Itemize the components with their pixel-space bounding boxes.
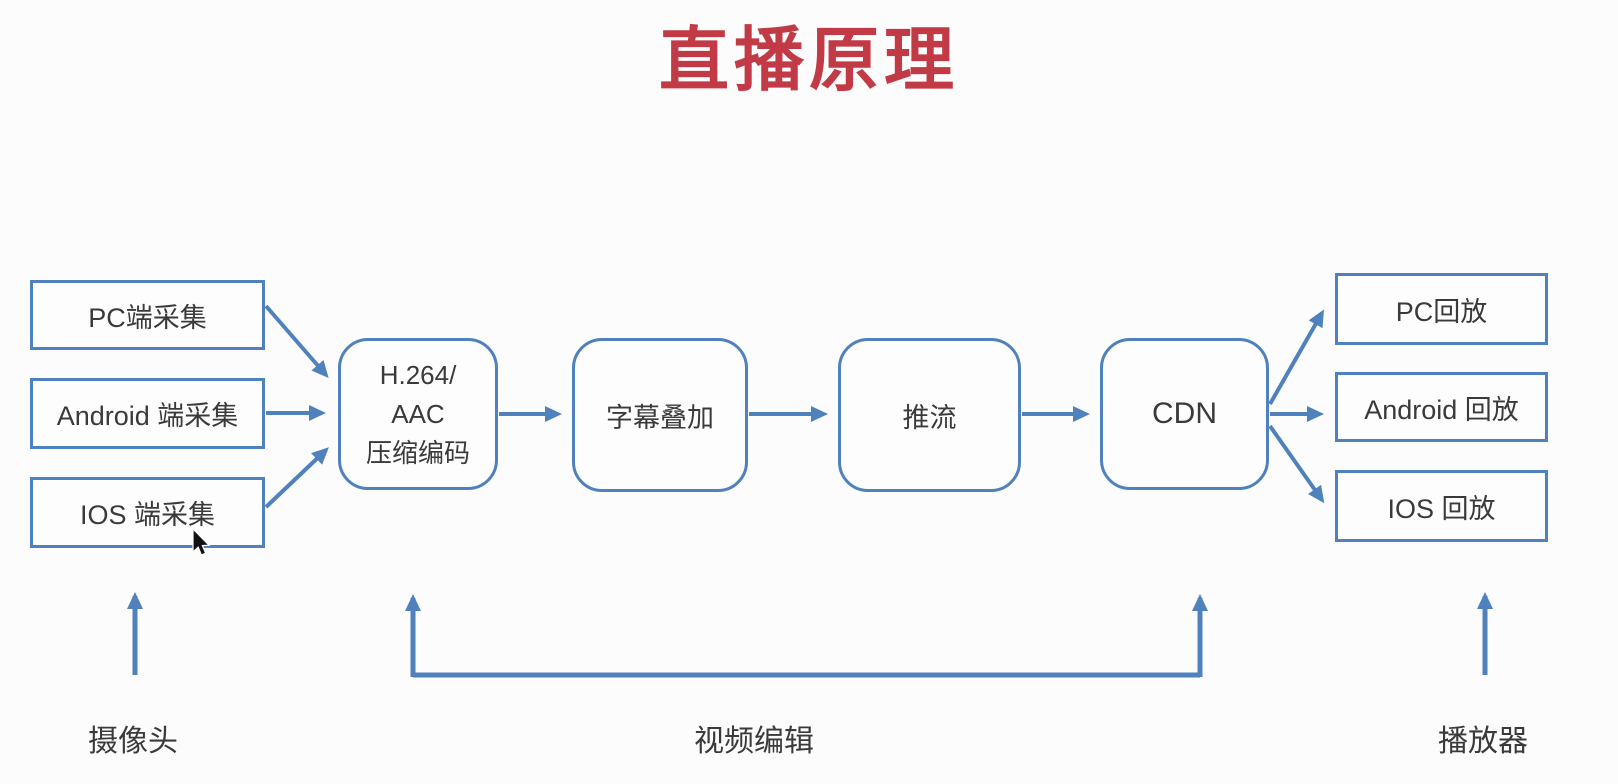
capture-box-pc: PC端采集 [30,280,265,350]
capture-box-android-label: Android 端采集 [56,401,239,431]
capture-box-pc-label: PC端采集 [88,302,207,333]
encoder-line-3: 压缩编码 [365,437,470,468]
encoder-line-1: H.264/ [379,359,457,390]
capture-box-android: Android 端采集 [30,378,265,449]
playback-box-pc-label: PC回放 [1395,296,1488,327]
capture-box-ios: IOS 端采集 [30,477,265,548]
push-stream-box-label: 推流 [902,402,957,433]
cdn-box-label: CDN [1152,397,1217,430]
arrow-pc-capture-to-encoder [264,304,329,379]
arrow-cdn-to-pc-playback [1268,309,1324,405]
push-stream-box: 推流 [838,338,1021,492]
encoder-box: H.264/ AAC 压缩编码 [338,338,498,490]
encoder-line-2: AAC [391,398,445,429]
cdn-box: CDN [1100,338,1269,490]
arrow-cdn-to-ios-playback [1268,424,1325,504]
caption-player: 播放器 [1438,725,1528,758]
playback-box-android-label: Android 回放 [1364,394,1519,425]
subtitle-box-label: 字幕叠加 [606,402,714,433]
caption-video-edit: 视频编辑 [694,725,814,758]
playback-box-ios-label: IOS 回放 [1387,493,1496,524]
playback-box-android: Android 回放 [1335,372,1548,442]
mouse-cursor-icon[interactable] [190,528,212,558]
page-title: 直播原理 [659,21,959,99]
playback-box-ios: IOS 回放 [1335,470,1548,542]
subtitle-box: 字幕叠加 [572,338,748,492]
playback-box-pc: PC回放 [1335,273,1548,345]
encoder-box-text: H.264/ AAC 压缩编码 [366,356,470,473]
arrow-ios-capture-to-encoder [264,447,329,509]
caption-camera: 摄像头 [88,725,178,758]
capture-box-ios-label: IOS 端采集 [79,500,215,530]
